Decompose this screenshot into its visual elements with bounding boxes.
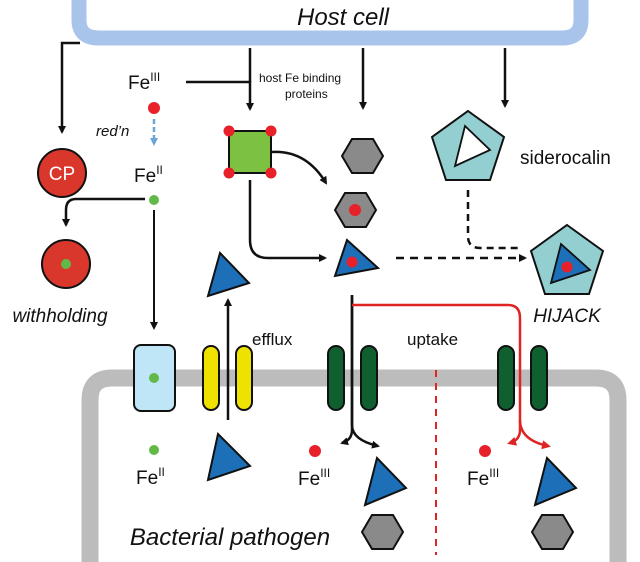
inside-ferric-dot-1: [309, 445, 321, 457]
fe2-label: FeII: [134, 163, 163, 187]
uptake-channel-2-left: [497, 345, 515, 411]
hijack-complex: HIJACK: [529, 223, 605, 327]
inside-fe3-label-2: FeIII: [467, 466, 499, 490]
pathway-arrows: [58, 41, 551, 450]
iron-corner-br: [265, 167, 277, 179]
arrow-host-to-cp: [58, 41, 80, 134]
binding-proteins-label-1: host Fe binding: [259, 71, 341, 85]
arrow-iron-transfer: [271, 150, 328, 185]
bacterial-pathogen-label: Bacterial pathogen: [130, 524, 330, 551]
efflux-pump-left: [202, 345, 220, 411]
bacterial-pathogen: Bacterial pathogen: [81, 369, 627, 562]
siderophore-free: [206, 251, 251, 298]
siderocalin-label: siderocalin: [520, 148, 611, 169]
iron-bound-protein: [333, 192, 378, 228]
calprotectin: CP: [37, 148, 87, 198]
uptake-channel-2: [497, 345, 548, 411]
protein-iron-dot: [349, 204, 361, 216]
efflux-pump: [202, 345, 253, 411]
host-cell: Host cell: [71, 0, 589, 46]
bacterial-membrane: [81, 369, 627, 562]
transporter-iron-dot: [149, 373, 159, 383]
withholding-label: withholding: [12, 306, 107, 327]
fe3-label: FeIII: [128, 70, 160, 94]
inside-ferric-dot-2: [479, 445, 491, 457]
arrow-hijack-uptake: [352, 303, 522, 446]
efflux-pump-right: [235, 345, 253, 411]
iron-corner-tl: [223, 125, 235, 137]
siderocalin-pocket: [453, 124, 492, 168]
arrow-hijack-uptake-right: [518, 419, 551, 450]
host-cell-label: Host cell: [297, 4, 390, 31]
fe2-transporter: [133, 344, 176, 412]
arrow-siderocalin-to-hijack: [466, 190, 519, 250]
ferrous-iron-dot-free: [149, 195, 159, 205]
hijack-iron-dot: [561, 261, 573, 273]
inside-fe3-label-1: FeIII: [298, 466, 330, 490]
arrow-fe2-to-withholding: [62, 197, 145, 227]
released-siderophore-1: [363, 456, 408, 507]
cp-circle: [37, 148, 87, 198]
efflux-label: efflux: [252, 330, 293, 349]
uptake-channel-2-right: [530, 345, 548, 411]
arrow-fe3-to-transferrin: [186, 80, 254, 111]
transferrin-square: [228, 130, 272, 174]
host-cell-membrane: [71, 0, 589, 46]
iron-corner-tr: [265, 125, 277, 137]
arrow-uptake-split-right: [350, 295, 380, 449]
cp-label: CP: [49, 164, 75, 185]
released-protein-2: [530, 514, 575, 550]
host-protein-hexagon: [340, 138, 385, 174]
released-siderophore-2: [533, 456, 578, 507]
siderophore-iron-dot: [346, 256, 358, 268]
inside-ferrous-dot: [149, 445, 159, 455]
ferric-iron-dot: [148, 102, 160, 114]
binding-proteins-label-2: proteins: [285, 87, 328, 101]
effluxed-siderophore: [206, 431, 252, 482]
transferrin: [223, 125, 277, 179]
uptake-label: uptake: [407, 330, 458, 349]
uptake-channel-1-right: [360, 345, 378, 411]
siderophore-bound: [333, 238, 381, 278]
uptake-channel-1-left: [327, 345, 345, 411]
inside-fe2-label: FeII: [136, 465, 165, 489]
released-protein-1: [360, 514, 405, 550]
reduction-label: red’n: [96, 123, 129, 140]
ferrous-iron-dot: [61, 259, 71, 269]
hijack-label: HIJACK: [533, 306, 602, 327]
siderocalin: siderocalin: [430, 109, 611, 181]
uptake-channel-1: [327, 345, 378, 411]
iron-corner-bl: [223, 167, 235, 179]
arrow-transferrin-to-siderophore: [248, 180, 327, 262]
siderophore-iron-complex: [333, 238, 381, 278]
cp-bound-iron: [41, 239, 91, 289]
